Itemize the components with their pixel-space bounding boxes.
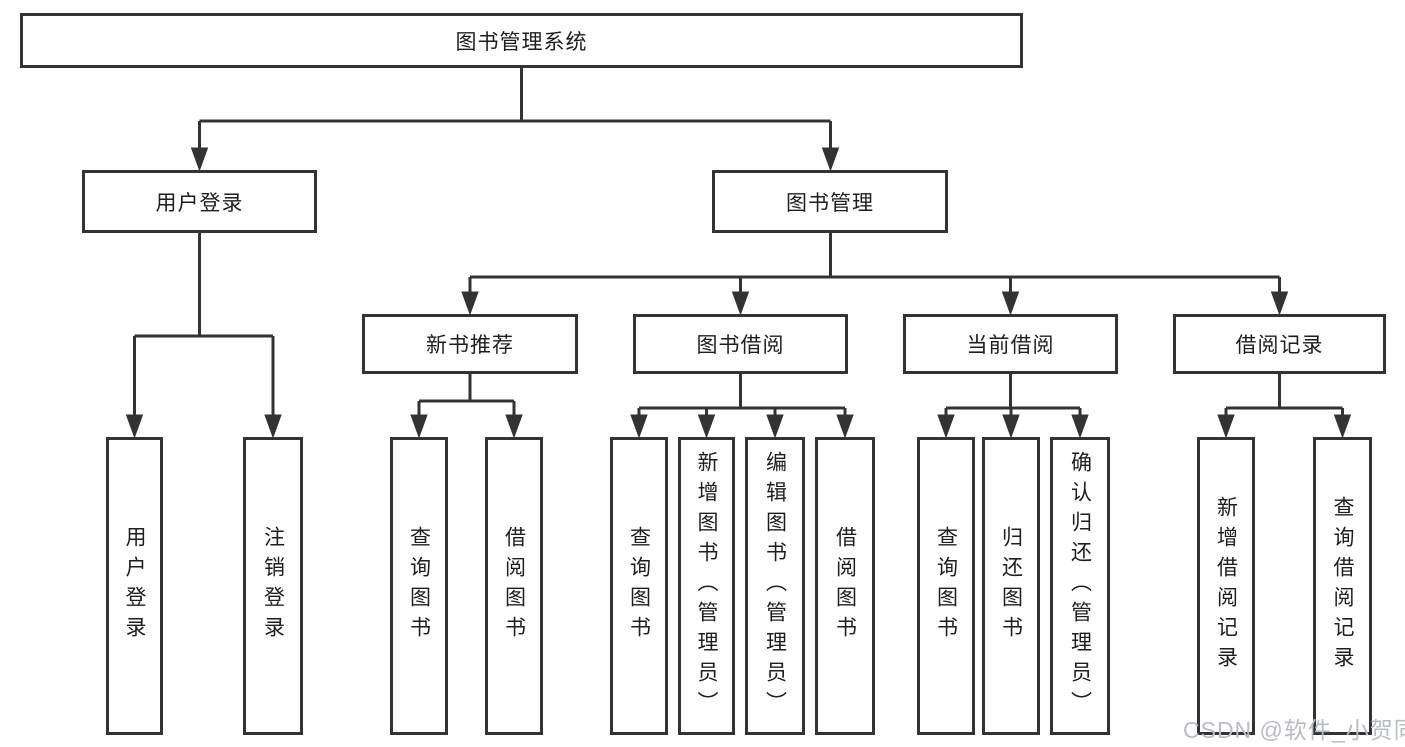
leaf-borrowing-borrow-books-label: 借阅图书: [833, 526, 857, 646]
node-book-management-label: 图书管理: [786, 191, 874, 215]
leaf-borrowing-add-books-admin: 新增图书（管理员）: [678, 437, 735, 735]
node-current-borrowing-label: 当前借阅: [966, 334, 1055, 357]
leaf-records-query-record: 查询借阅记录: [1313, 437, 1372, 735]
leaf-logout: 注销登录: [243, 437, 303, 735]
leaf-borrowing-query-books: 查询图书: [610, 437, 668, 735]
leaf-current-query-books: 查询图书: [917, 437, 975, 735]
leaf-borrowing-edit-books-admin: 编辑图书（管理员）: [745, 437, 805, 735]
leaf-records-add-record-label: 新增借阅记录: [1214, 496, 1238, 676]
leaf-borrowing-borrow-books: 借阅图书: [815, 437, 875, 735]
leaf-user-login: 用户登录: [106, 437, 163, 735]
node-new-book-recommend-label: 新书推荐: [426, 334, 514, 357]
node-root-label: 图书管理系统: [455, 30, 588, 54]
leaf-current-return-books-label: 归还图书: [999, 526, 1023, 646]
leaf-current-return-books: 归还图书: [982, 437, 1040, 735]
leaf-current-confirm-return-admin-label: 确认归还（管理员）: [1068, 451, 1092, 721]
leaf-current-query-books-label: 查询图书: [934, 526, 958, 646]
leaf-recommend-borrow-books-label: 借阅图书: [502, 526, 526, 646]
node-root: 图书管理系统: [20, 13, 1023, 68]
node-book-management: 图书管理: [712, 170, 948, 233]
node-current-borrowing: 当前借阅: [903, 314, 1118, 374]
csdn-watermark: CSDN @软件_小贺同学: [1183, 717, 1405, 743]
leaf-current-confirm-return-admin: 确认归还（管理员）: [1050, 437, 1110, 735]
leaf-records-query-record-label: 查询借阅记录: [1331, 496, 1354, 676]
leaf-records-add-record: 新增借阅记录: [1197, 437, 1255, 735]
leaf-borrowing-edit-books-admin-label: 编辑图书（管理员）: [763, 451, 787, 721]
node-book-borrowing-label: 图书借阅: [696, 334, 785, 357]
node-book-borrowing: 图书借阅: [633, 314, 848, 374]
leaf-logout-label: 注销登录: [261, 526, 285, 646]
leaf-recommend-query-books: 查询图书: [390, 437, 448, 735]
leaf-user-login-label: 用户登录: [123, 526, 146, 646]
node-borrowing-records-label: 借阅记录: [1235, 334, 1324, 357]
leaf-recommend-borrow-books: 借阅图书: [485, 437, 543, 735]
node-borrowing-records: 借阅记录: [1173, 314, 1386, 374]
node-new-book-recommend: 新书推荐: [362, 314, 578, 374]
node-user-login-label: 用户登录: [155, 191, 244, 215]
leaf-borrowing-add-books-admin-label: 新增图书（管理员）: [695, 451, 718, 721]
node-user-login: 用户登录: [82, 170, 317, 233]
leaf-borrowing-query-books-label: 查询图书: [627, 526, 651, 646]
leaf-recommend-query-books-label: 查询图书: [407, 526, 431, 646]
